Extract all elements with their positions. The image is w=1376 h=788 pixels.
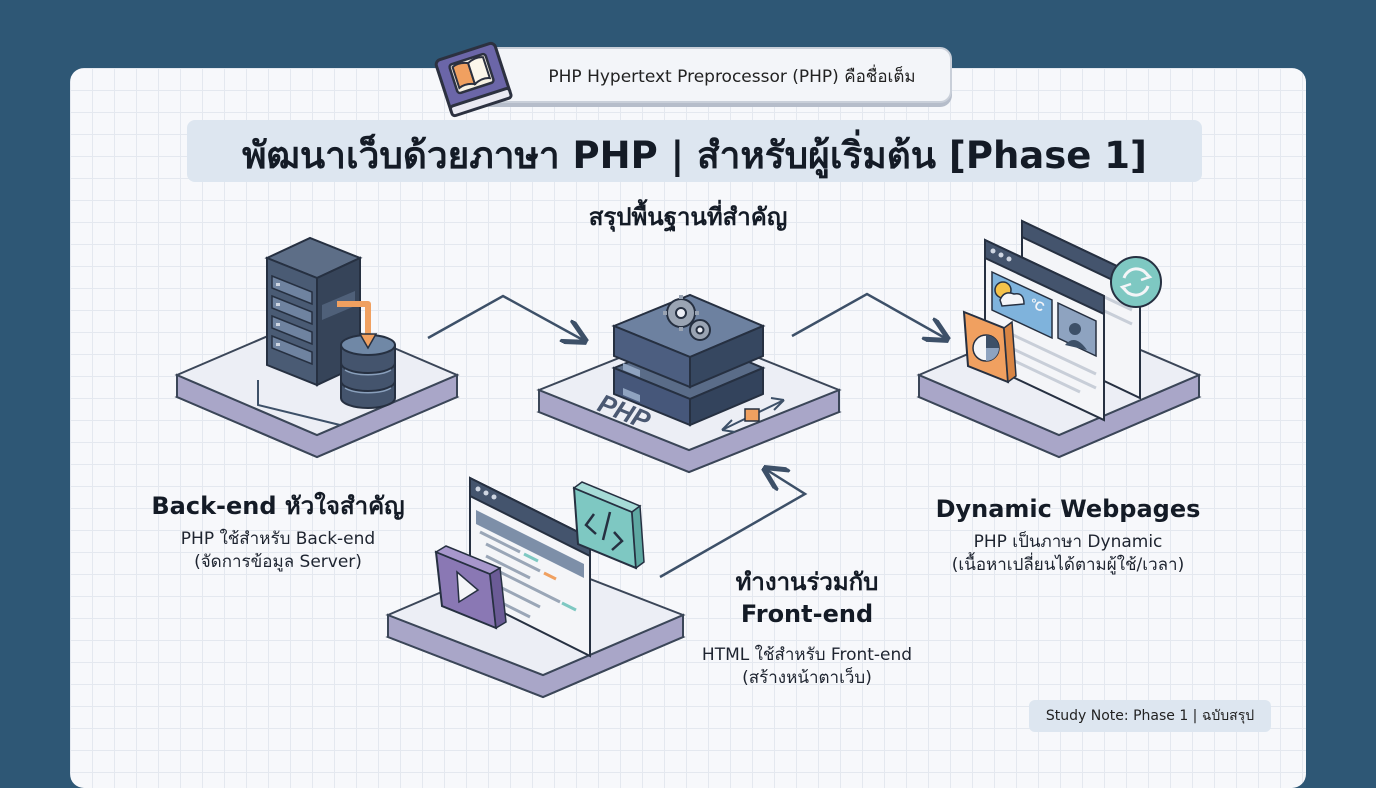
backend-line-1: PHP ใช้สำหรับ Back-end — [180, 529, 376, 549]
arrow-backend-to-php — [427, 294, 583, 340]
weather-temperature-text: °C — [1027, 295, 1047, 315]
arrow-frontend-to-php — [659, 470, 808, 579]
code-tag-icon — [572, 481, 645, 570]
frontend-heading-2: Front-end — [740, 600, 874, 628]
pie-chart-card-icon — [962, 310, 1017, 384]
frontend-label: ทำงานร่วมกับ Front-end HTML ใช้สำหรับ Fr… — [672, 566, 942, 690]
diagram-artwork: PHP — [174, 219, 1202, 699]
video-play-icon — [434, 545, 507, 630]
arrow-php-to-dynamic — [791, 292, 945, 338]
page-title: พัฒนาเว็บด้วยภาษา PHP | สำหรับผู้เริ่มต้… — [242, 134, 1147, 177]
page-subtitle: สรุปพื้นฐานที่สำคัญ — [588, 203, 788, 231]
book-icon — [434, 41, 513, 118]
backend-heading: Back-end หัวใจสำคัญ — [151, 492, 405, 520]
data-flow-arrow-icon — [337, 301, 371, 338]
weather-icon — [994, 281, 1025, 307]
full-name-pill: PHP Hypertext Preprocessor (PHP) คือชื่อ… — [478, 47, 952, 103]
frontend-line-2: (สร้างหน้าตาเว็บ) — [742, 668, 872, 688]
dynamic-line-1: PHP เป็นภาษา Dynamic — [973, 532, 1163, 552]
backend-line-2: (จัดการข้อมูล Server) — [194, 552, 362, 572]
study-note-badge: Study Note: Phase 1 | ฉบับสรุป — [1029, 700, 1271, 732]
title-bar: พัฒนาเว็บด้วยภาษา PHP | สำหรับผู้เริ่มต้… — [187, 120, 1202, 182]
database-icon — [340, 334, 396, 409]
backend-label: Back-end หัวใจสำคัญ PHP ใช้สำหรับ Back-e… — [138, 490, 418, 574]
dynamic-label: Dynamic Webpages PHP เป็นภาษา Dynamic (เ… — [918, 493, 1218, 577]
frontend-heading-1: ทำงานร่วมกับ — [735, 568, 879, 596]
php-server-stack-icon — [611, 293, 766, 427]
refresh-icon — [1110, 256, 1162, 308]
dynamic-line-2: (เนื้อหาเปลี่ยนได้ตามผู้ใช้/เวลา) — [951, 555, 1185, 575]
data-exchange-icon — [721, 397, 785, 433]
gears-icon — [663, 295, 711, 341]
full-name-text: PHP Hypertext Preprocessor (PHP) คือชื่อ… — [548, 67, 916, 87]
frontend-line-1: HTML ใช้สำหรับ Front-end — [701, 645, 913, 665]
dynamic-heading: Dynamic Webpages — [935, 495, 1201, 523]
